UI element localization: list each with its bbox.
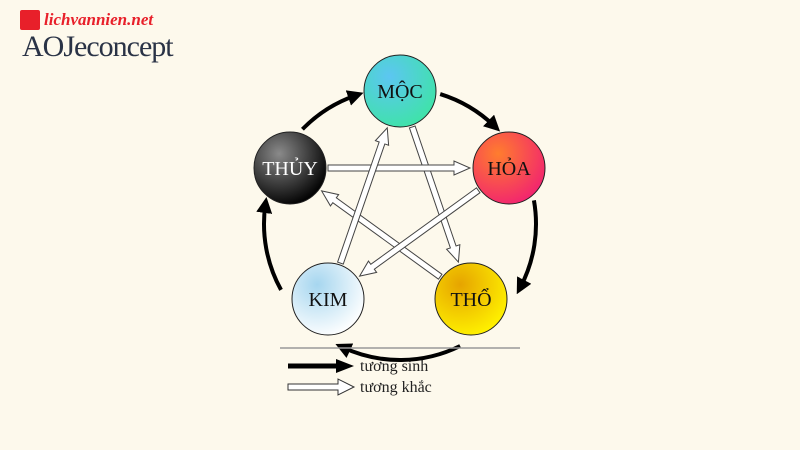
overcoming-arrow-tho-thuy: [320, 190, 443, 280]
calendar-icon: [20, 10, 40, 30]
node-circle: [253, 131, 327, 205]
overcoming-arrow-hoa-kim: [358, 187, 481, 277]
overcoming-arrow-moc-tho: [408, 125, 461, 264]
node-kim: KIM: [291, 262, 365, 336]
legend-generating: tương sinh: [288, 358, 428, 375]
generating-arrow-tho-kim: [335, 343, 462, 362]
generating-arrow-thuy-moc: [301, 90, 364, 131]
node-hoa: HỎA: [472, 131, 546, 205]
hollow-arrow-icon: [287, 378, 356, 396]
node-circle: [472, 131, 546, 205]
overcoming-arrow-thuy-hoa: [327, 160, 472, 176]
node-circle: [434, 262, 508, 336]
legend-overcoming: tương khắc: [287, 378, 432, 396]
generating-arrow-kim-thuy: [256, 196, 283, 291]
node-label: HỎA: [487, 157, 531, 180]
node-thuy: THỦY: [253, 131, 327, 205]
solid-arrowhead: [336, 359, 354, 373]
node-label: THỦY: [262, 157, 318, 180]
logo-text: AOJeconcept: [22, 30, 174, 63]
node-moc: MỘC: [363, 54, 437, 128]
generating-arrow-hoa-tho: [516, 200, 538, 295]
node-tho: THỔ: [434, 262, 508, 336]
overcoming-arrow-kim-moc: [336, 126, 390, 265]
logo: lichvannien.net AOJeconcept: [18, 10, 208, 66]
legend-overcoming-label: tương khắc: [360, 379, 432, 396]
node-label: THỔ: [450, 287, 491, 311]
node-label: MỘC: [377, 79, 423, 103]
generating-arrow-moc-hoa: [439, 92, 501, 132]
node-label: KIM: [309, 289, 348, 311]
node-circle: [363, 54, 437, 128]
node-circle: [291, 262, 365, 336]
watermark-text: lichvannien.net: [44, 10, 154, 29]
legend-generating-label: tương sinh: [360, 358, 428, 375]
